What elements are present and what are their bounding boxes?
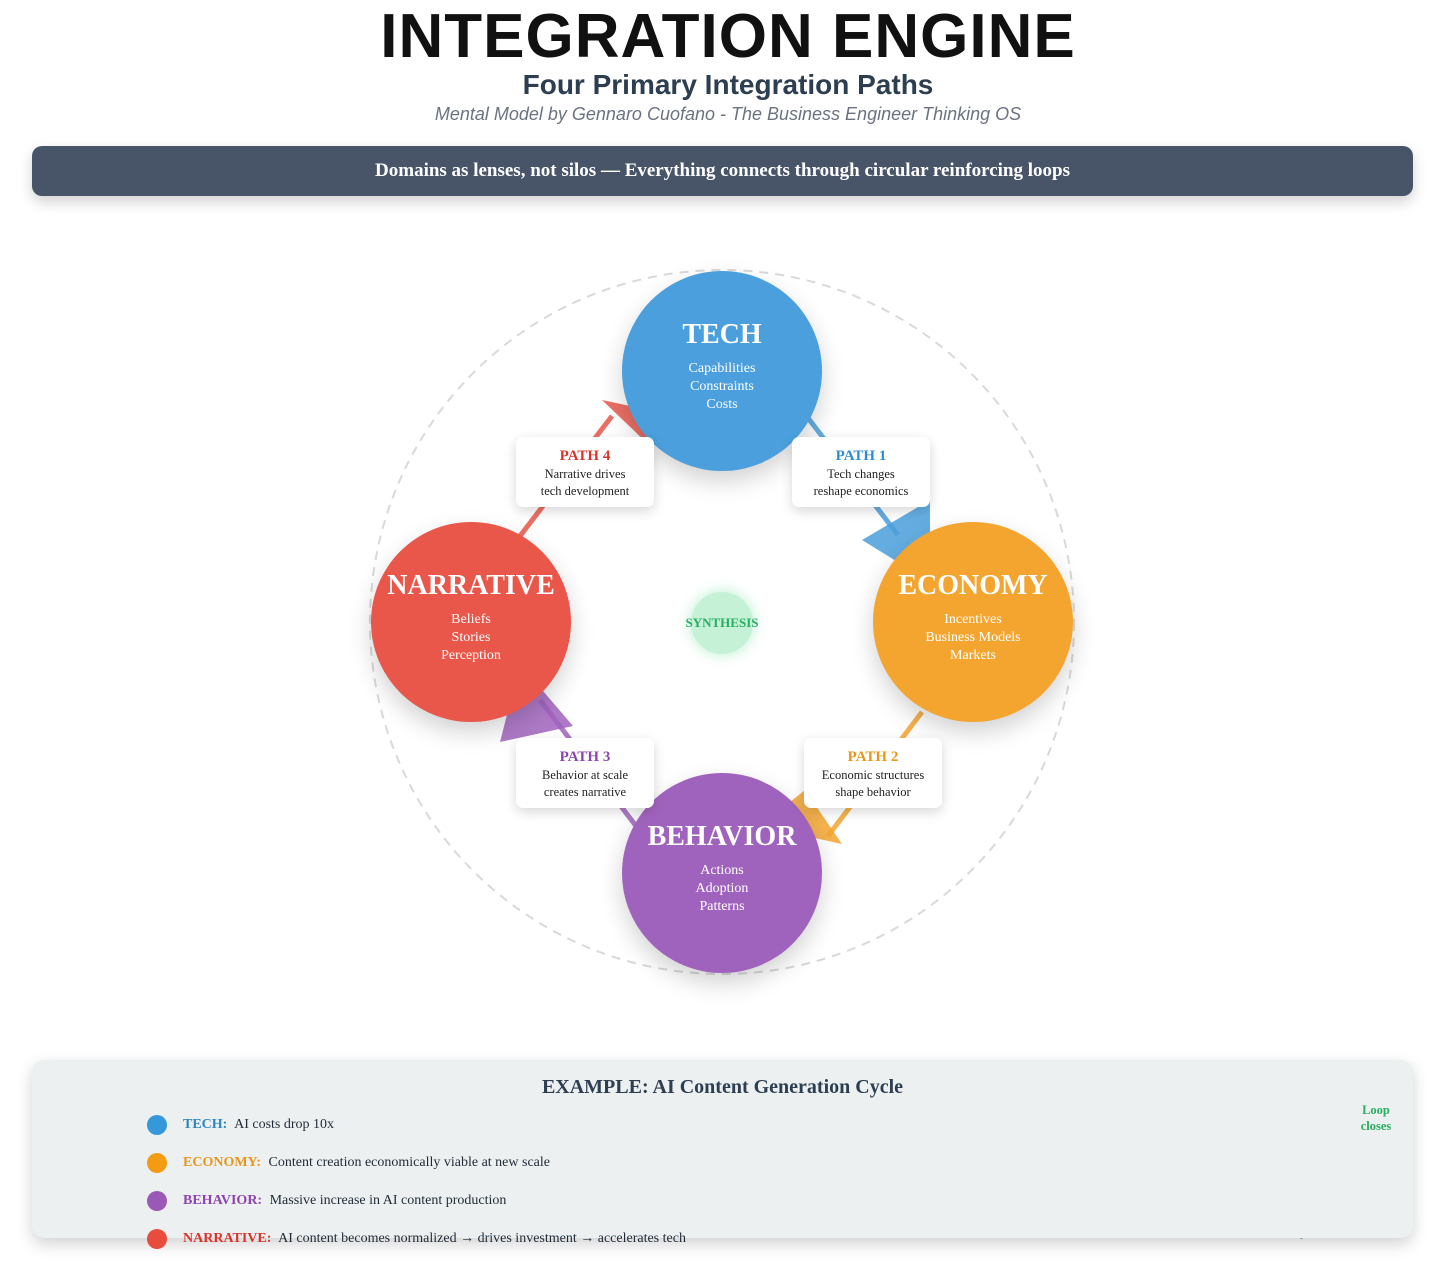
loop-label: Loop closes <box>1346 1102 1406 1134</box>
path-1-label: PATH 1 <box>835 448 887 464</box>
tech-attr: Constraints <box>690 379 754 394</box>
path-1-card: PATH 1 Tech changes reshape economics <box>792 437 930 507</box>
path-4-label: PATH 4 <box>559 448 611 464</box>
path-2-label: PATH 2 <box>847 749 899 765</box>
synthesis-circle <box>691 592 753 654</box>
path-3-desc: Behavior at scale <box>541 768 629 782</box>
page-subtitle: Four Primary Integration Paths <box>522 69 934 100</box>
tech-attr: Capabilities <box>688 361 756 376</box>
example-row-text: ECONOMY: Content creation economically v… <box>183 1155 550 1171</box>
example-key: ECONOMY: <box>183 1155 262 1170</box>
example-row-text: BEHAVIOR: Massive increase in AI content… <box>183 1193 506 1209</box>
path-4-desc: Narrative drives <box>544 467 626 481</box>
behavior-node-name: BEHAVIOR <box>647 821 797 852</box>
tech-dot-icon <box>147 1115 167 1135</box>
narrative-dot-icon <box>147 1229 167 1249</box>
example-title: EXAMPLE: AI Content Generation Cycle <box>541 1076 904 1098</box>
economy-attr: Business Models <box>925 630 1021 645</box>
tech-node-name: TECH <box>682 319 762 350</box>
example-value: Content creation economically viable at … <box>268 1155 550 1170</box>
narrative-attr: Beliefs <box>451 612 491 627</box>
tech-attr: Costs <box>706 397 738 412</box>
path-3-card: PATH 3 Behavior at scale creates narrati… <box>516 738 654 808</box>
example-row-text: NARRATIVE: AI content becomes normalized… <box>183 1231 686 1247</box>
path-3-desc: creates narrative <box>543 785 627 799</box>
example-value: AI content becomes normalized → drives i… <box>278 1231 686 1246</box>
example-key: NARRATIVE: <box>183 1231 272 1246</box>
behavior-attr: Actions <box>700 863 744 878</box>
narrative-attr: Perception <box>441 648 501 663</box>
example-key: BEHAVIOR: <box>183 1193 263 1208</box>
page-title: INTEGRATION ENGINE <box>380 2 1076 71</box>
path-1-desc: Tech changes <box>827 467 895 481</box>
loop-label-line: Loop <box>1362 1103 1390 1117</box>
tech-node: TECH Capabilities Constraints Costs <box>622 271 822 471</box>
behavior-attr: Adoption <box>695 881 749 896</box>
path-4-card: PATH 4 Narrative drives tech development <box>516 437 654 507</box>
economy-node-name: ECONOMY <box>898 570 1048 601</box>
example-key: TECH: <box>183 1117 228 1132</box>
narrative-node-name: NARRATIVE <box>387 570 555 601</box>
narrative-attr: Stories <box>451 630 491 645</box>
example-value: AI costs drop 10x <box>234 1117 335 1132</box>
economy-dot-icon <box>147 1153 167 1173</box>
example-row-text: TECH: AI costs drop 10x <box>183 1117 334 1133</box>
economy-attr: Incentives <box>944 612 1002 627</box>
example-panel: EXAMPLE: AI Content Generation Cycle TEC… <box>32 1060 1413 1249</box>
example-row-behavior: BEHAVIOR: Massive increase in AI content… <box>147 1190 506 1212</box>
credit-line: Mental Model by Gennaro Cuofano - The Bu… <box>434 104 1022 124</box>
banner-text: Domains as lenses, not silos — Everythin… <box>375 160 1070 181</box>
economy-node: ECONOMY Incentives Business Models Marke… <box>873 522 1073 722</box>
example-row-tech: TECH: AI costs drop 10x <box>147 1114 334 1136</box>
narrative-node: NARRATIVE Beliefs Stories Perception <box>371 522 571 722</box>
path-1-desc: reshape economics <box>813 484 909 498</box>
path-2-desc: Economic structures <box>821 768 925 782</box>
loop-label-line: closes <box>1360 1119 1392 1133</box>
behavior-dot-icon <box>147 1191 167 1211</box>
path-3-label: PATH 3 <box>559 749 611 765</box>
path-4-desc: tech development <box>540 484 630 498</box>
synthesis-label: SYNTHESIS <box>685 615 759 630</box>
outer-ring <box>369 269 1075 975</box>
path-2-desc: shape behavior <box>835 785 911 799</box>
economy-attr: Markets <box>950 648 996 663</box>
example-value: Massive increase in AI content productio… <box>269 1193 507 1208</box>
principle-banner: Domains as lenses, not silos — Everythin… <box>32 146 1413 196</box>
example-row-economy: ECONOMY: Content creation economically v… <box>147 1152 550 1174</box>
behavior-node: BEHAVIOR Actions Adoption Patterns <box>622 773 822 973</box>
example-row-narrative: NARRATIVE: AI content becomes normalized… <box>147 1228 686 1250</box>
behavior-attr: Patterns <box>699 899 745 914</box>
path-2-card: PATH 2 Economic structures shape behavio… <box>804 738 942 808</box>
